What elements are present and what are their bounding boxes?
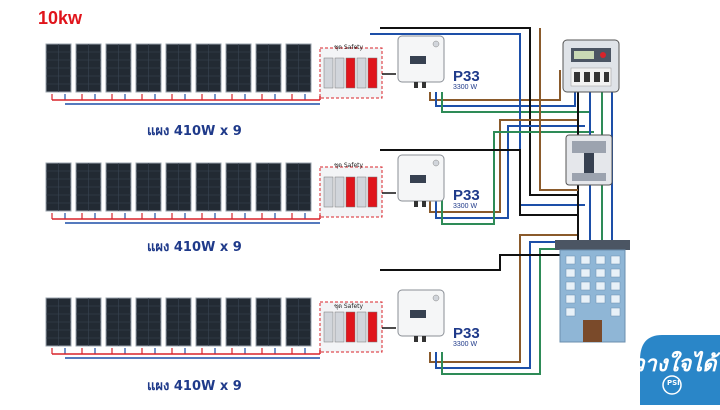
wire-top-black	[380, 27, 578, 196]
window	[595, 268, 606, 278]
window	[565, 307, 576, 317]
panel-label-3: แผง 410W x 9	[147, 379, 242, 394]
inverter-power-1: 3300 W	[453, 84, 478, 91]
pv-string-1	[45, 35, 445, 105]
pv-string-2	[45, 154, 445, 224]
solar-panel	[75, 162, 102, 219]
wire-g-row2	[441, 131, 594, 225]
solar-panel	[225, 162, 252, 219]
inverter-power-2: 3300 W	[453, 203, 478, 210]
wire-l1-row1	[429, 70, 561, 101]
solar-panel	[105, 43, 132, 100]
window	[580, 255, 591, 265]
solar-panel	[255, 162, 282, 219]
solar-panel	[135, 43, 162, 100]
window	[610, 255, 621, 265]
panel-label-2: แผง 410W x 9	[147, 240, 242, 255]
inverter	[397, 35, 445, 88]
wire-bot-black	[380, 254, 578, 271]
solar-panel	[105, 297, 132, 354]
solar-panel	[165, 297, 192, 354]
safety-label-3: ชุด Safety	[334, 303, 364, 310]
window	[610, 268, 621, 278]
wire-l1-row2	[429, 119, 578, 213]
window	[565, 281, 576, 291]
window	[565, 268, 576, 278]
solar-panel	[225, 43, 252, 100]
window	[565, 255, 576, 265]
inverter-model-2: P33	[453, 187, 480, 204]
solar-panel	[45, 297, 72, 354]
solar-panel	[285, 43, 312, 100]
safety-label-1: ชุด Safety	[334, 44, 364, 51]
psi-logo	[640, 335, 720, 405]
window	[580, 268, 591, 278]
window	[610, 307, 621, 317]
solar-panel	[195, 162, 222, 219]
building-icon	[555, 240, 630, 343]
pv-strings	[45, 35, 445, 359]
window	[595, 255, 606, 265]
solar-panel	[45, 162, 72, 219]
solar-panel	[255, 43, 282, 100]
logo-text: วางใจได้	[632, 352, 717, 377]
solar-panel	[165, 43, 192, 100]
solar-panel	[255, 297, 282, 354]
pv-string-3	[45, 289, 445, 359]
solar-panel	[45, 43, 72, 100]
inverter	[397, 154, 445, 207]
window	[580, 294, 591, 304]
window	[580, 281, 591, 291]
inverter-model-1: P33	[453, 68, 480, 85]
safety-label-2: ชุด Safety	[334, 162, 364, 169]
wire-right-brown	[539, 28, 578, 191]
inverter-power-3: 3300 W	[453, 341, 478, 348]
wire-n-row3	[435, 241, 585, 369]
main-breaker	[565, 134, 613, 186]
window	[610, 294, 621, 304]
solar-panel	[225, 297, 252, 354]
solar-panel	[135, 162, 162, 219]
safety-box	[319, 47, 383, 99]
window	[565, 294, 576, 304]
solar-panel	[195, 297, 222, 354]
wire-l1-row3	[429, 234, 578, 363]
inverter-model-3: P33	[453, 325, 480, 342]
wire-mid-black	[380, 149, 578, 216]
solar-panel	[285, 162, 312, 219]
panel-label-1: แผง 410W x 9	[147, 124, 242, 139]
solar-panel	[75, 43, 102, 100]
inverter	[397, 289, 445, 342]
safety-box	[319, 166, 383, 218]
ac-wiring	[370, 27, 613, 375]
window	[595, 294, 606, 304]
solar-panel	[135, 297, 162, 354]
safety-box	[319, 301, 383, 353]
window	[610, 281, 621, 291]
logo-sub: PSI	[667, 379, 680, 387]
energy-meter	[562, 39, 620, 93]
solar-panel	[195, 43, 222, 100]
solar-panel	[75, 297, 102, 354]
window	[595, 281, 606, 291]
solar-panel	[165, 162, 192, 219]
wire-n-row2	[435, 125, 585, 219]
system-size-title: 10kw	[38, 8, 83, 28]
solar-panel	[285, 297, 312, 354]
solar-panel	[105, 162, 132, 219]
